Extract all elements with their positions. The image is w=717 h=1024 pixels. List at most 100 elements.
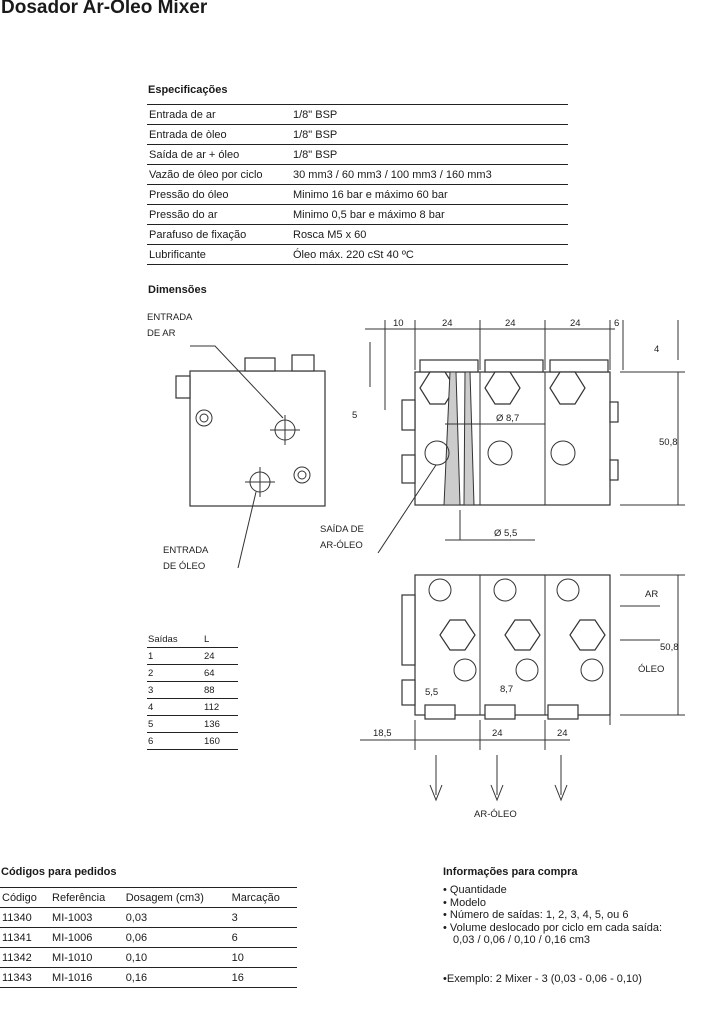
dim-6: 6 [614, 318, 619, 329]
cell: 1 [147, 647, 203, 665]
spec-label: Entrada de ar [147, 104, 291, 125]
cell: 0,10 [123, 947, 230, 968]
side-view-drawing: ENTRADA DE AR ENTRADA DE ÓLEO [147, 312, 326, 572]
dim-24: 24 [442, 318, 453, 329]
cell: 136 [203, 715, 238, 733]
label-entrada-oleo: ENTRADA [163, 545, 209, 556]
cell: MI-1016 [50, 967, 124, 988]
spec-label: Parafuso de fixação [147, 224, 291, 245]
specs-heading: Especificações [148, 84, 228, 96]
orders-heading: Códigos para pedidos [1, 866, 117, 878]
technical-drawings: ENTRADA DE AR ENTRADA DE ÓLEO 10 24 24 2… [147, 312, 685, 820]
spec-label: Vazão de óleo por ciclo [147, 164, 291, 185]
list-item: • Modelo [443, 896, 486, 909]
cell: 64 [203, 664, 238, 682]
cell: 5 [147, 715, 203, 733]
cell: 3 [229, 907, 297, 928]
top-view-drawing: AR ÓLEO AR-ÓLEO 18,5 24 24 50,8 5,5 8,7 [360, 574, 685, 820]
cell: 2 [147, 664, 203, 682]
spec-value: Óleo máx. 220 cSt 40 ºC [291, 244, 568, 265]
cell: 16 [229, 967, 297, 988]
col-header: Referência [50, 887, 124, 908]
spec-value: 30 mm3 / 60 mm3 / 100 mm3 / 160 mm3 [291, 164, 568, 185]
spec-value: 1/8" BSP [291, 124, 568, 145]
label-oleo: ÓLEO [638, 664, 664, 675]
dim-24: 24 [505, 318, 516, 329]
spec-label: Saída de ar + óleo [147, 144, 291, 165]
cell: 10 [229, 947, 297, 968]
dim-24: 24 [492, 728, 503, 739]
dim-50-8: 50,8 [660, 642, 679, 653]
dim-24: 24 [557, 728, 568, 739]
col-header: Saídas [147, 631, 203, 648]
dim-8-7: 8,7 [500, 684, 513, 695]
spec-label: Pressão do ar [147, 204, 291, 225]
spec-label: Entrada de òleo [147, 124, 291, 145]
dim-5: 5 [352, 410, 357, 421]
dim-diameter-8-7: Ø 8,7 [496, 413, 519, 424]
list-item: 0,03 / 0,06 / 0,10 / 0,16 cm3 [453, 934, 590, 946]
dim-10: 10 [393, 318, 404, 329]
col-header: Dosagem (cm3) [123, 887, 230, 908]
label-entrada-ar: DE AR [147, 328, 176, 339]
cell: 0,03 [123, 907, 230, 928]
cell: 11342 [0, 947, 51, 968]
cell: MI-1006 [50, 927, 124, 948]
col-header: L [203, 631, 238, 648]
cell: 4 [147, 698, 203, 716]
cell: 0,06 [123, 927, 230, 948]
dim-diameter-5-5: Ø 5,5 [494, 528, 517, 539]
cell: 11340 [0, 907, 51, 928]
cell: MI-1010 [50, 947, 124, 968]
cell: 24 [203, 647, 238, 665]
spec-label: Pressão do óleo [147, 184, 291, 205]
spec-value: 1/8" BSP [291, 144, 568, 165]
cell: 11341 [0, 927, 51, 948]
cell: 11343 [0, 967, 51, 988]
cell: 6 [229, 927, 297, 948]
cell: MI-1003 [50, 907, 124, 928]
spec-value: Minimo 0,5 bar e máximo 8 bar [291, 204, 568, 225]
list-item: • Quantidade [443, 884, 507, 896]
col-header: Código [0, 887, 51, 908]
cell: 3 [147, 681, 203, 699]
purchase-example: •Exemplo: 2 Mixer - 3 (0,03 - 0,06 - 0,1… [443, 973, 642, 985]
cell: 112 [203, 698, 238, 716]
label-ar: AR [645, 589, 658, 600]
spec-label: Lubrificante [147, 244, 291, 265]
cell: 6 [147, 732, 203, 750]
spec-value: Rosca M5 x 60 [291, 224, 568, 245]
col-header: Marcação [229, 887, 297, 908]
label-entrada-ar: ENTRADA [147, 312, 193, 323]
dim-24: 24 [570, 318, 581, 329]
cell: 0,16 [123, 967, 230, 988]
front-view-drawing: 10 24 24 24 6 4 5 50,8 Ø 8,7 Ø 5,5 SAÍDA… [320, 318, 685, 554]
page-title: Dosador Ar-Oleo Mixer [1, 0, 208, 18]
label-saida: AR-ÓLEO [320, 540, 363, 551]
label-ar-oleo: AR-ÓLEO [474, 809, 517, 820]
spec-value: Minimo 16 bar e máximo 60 bar [291, 184, 568, 205]
dim-4: 4 [654, 344, 659, 355]
